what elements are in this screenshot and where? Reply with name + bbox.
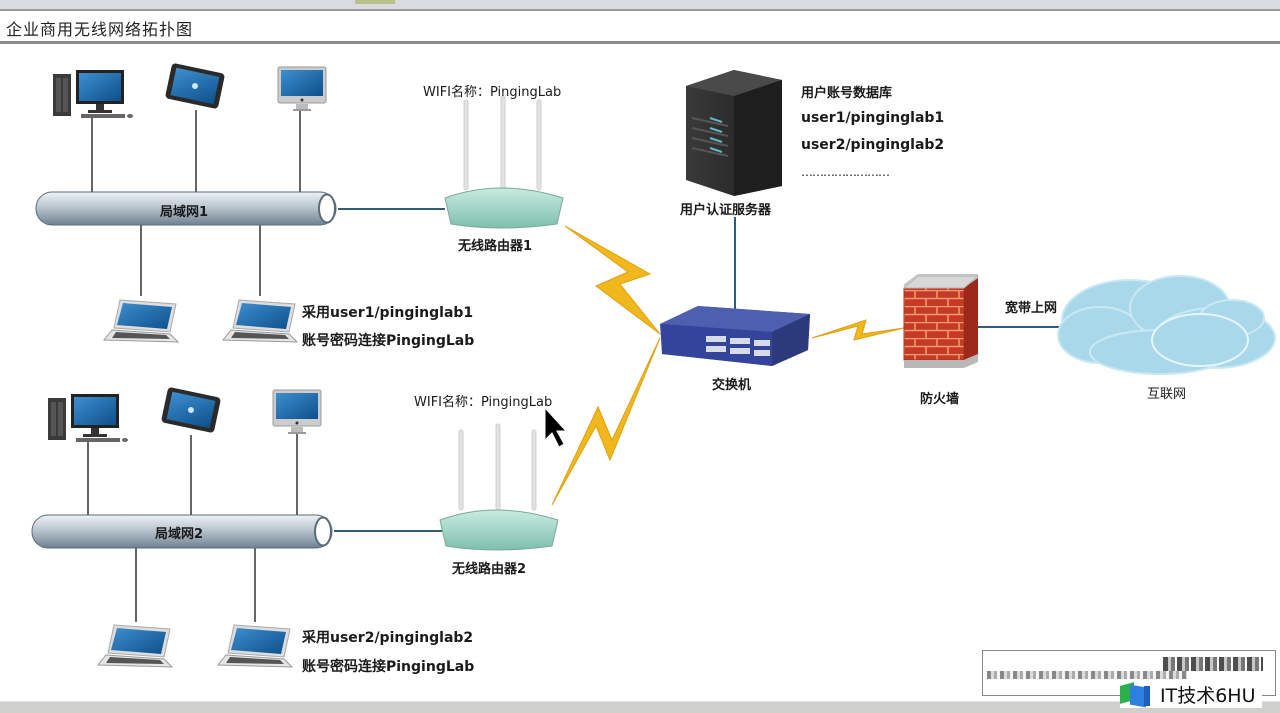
- lan1-note-line2: 账号密码连接PingingLab: [302, 333, 475, 349]
- uplink-label: 宽带上网: [1005, 301, 1058, 316]
- auth-server-icon: [686, 70, 782, 196]
- blurred-text: [1163, 657, 1263, 671]
- tablet-icon: [165, 63, 225, 109]
- lan1-note-line1: 采用user1/pinginglab1: [302, 305, 474, 321]
- lan2-wires: [87, 432, 298, 622]
- account-db-entry: user1/pinginglab1: [801, 110, 945, 126]
- wireless-router-icon: [439, 423, 559, 551]
- imac-icon: [277, 66, 327, 111]
- router1-label: 无线路由器1: [458, 239, 533, 254]
- wired-link-switch-firewall: [811, 319, 905, 341]
- wireless-link-router1-switch: [564, 225, 661, 335]
- topology-svg: [31, 63, 1276, 668]
- firewall-icon: [902, 274, 980, 368]
- internet-cloud-overlay: [1151, 313, 1249, 367]
- tablet-icon: [161, 387, 221, 433]
- wireless-router-icon: [444, 95, 564, 229]
- laptop-icon: [102, 299, 180, 343]
- lan2-note-line1: 采用user2/pinginglab2: [302, 630, 474, 646]
- brand-text: IT技术6HU: [1160, 684, 1256, 707]
- imac-icon: [272, 389, 322, 434]
- laptop-icon: [96, 624, 174, 668]
- topology-canvas: 局域网1 局域网2 WIFI名称：PingingLab 无线路由器1 WIFI名…: [0, 44, 1280, 694]
- laptop-icon: [216, 624, 294, 668]
- window-top-bar: [0, 0, 1280, 11]
- lan2-note-line2: 账号密码连接PingingLab: [302, 659, 475, 675]
- switch-icon: [660, 306, 810, 366]
- laptop-icon: [221, 299, 299, 343]
- auth-server-label: 用户认证服务器: [680, 203, 772, 218]
- horizontal-scrollbar[interactable]: [0, 701, 1280, 713]
- desktop-pc-icon: [48, 394, 128, 442]
- blurred-text: [987, 671, 1187, 679]
- router2-wifi-label: WIFI名称：PingingLab: [414, 395, 553, 410]
- internet-label: 互联网: [1147, 387, 1187, 402]
- desktop-pc-icon: [53, 70, 133, 118]
- router1-wifi-label: WIFI名称：PingingLab: [423, 85, 562, 100]
- page-title: 企业商用无线网络拓扑图: [6, 20, 194, 39]
- lan2-label: 局域网2: [155, 527, 204, 542]
- router2-label: 无线路由器2: [452, 562, 527, 577]
- lan1-label: 局域网1: [160, 205, 209, 220]
- lan1-pipe: [35, 191, 337, 226]
- mouse-cursor-icon: [544, 406, 568, 448]
- lan2-pipe: [31, 514, 333, 549]
- top-tab-indicator: [355, 0, 395, 4]
- brand-watermark: IT技术6HU: [1120, 680, 1262, 708]
- switch-label: 交换机: [712, 378, 752, 393]
- wireless-link-router2-switch: [551, 337, 661, 506]
- account-db-entry: user2/pinginglab2: [801, 137, 945, 153]
- lan1-wires: [91, 110, 301, 296]
- account-db-title: 用户账号数据库: [801, 86, 893, 101]
- brand-logo-icon: [1120, 682, 1154, 708]
- firewall-label: 防火墙: [920, 392, 960, 407]
- title-bar: 企业商用无线网络拓扑图: [0, 11, 1280, 44]
- account-db-ellipsis: ……………………: [801, 165, 890, 179]
